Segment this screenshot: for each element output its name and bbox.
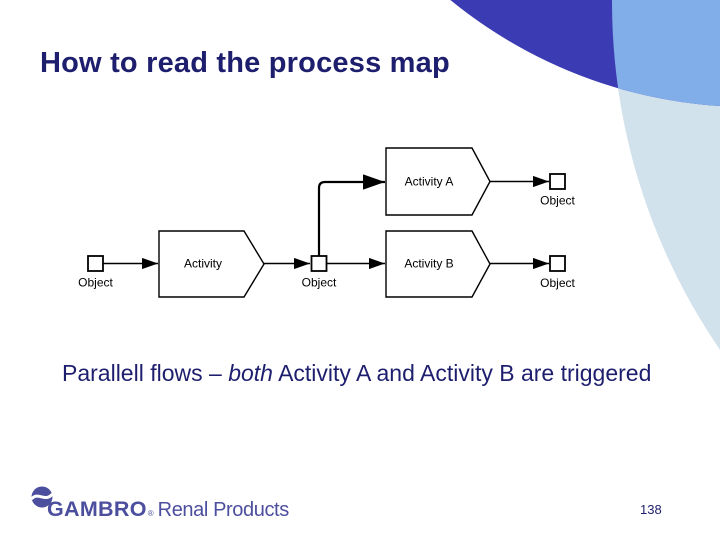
activity-b-shape xyxy=(385,230,491,298)
gambro-logo-icon xyxy=(31,486,53,508)
object-label-output-a: Object xyxy=(540,194,575,208)
arrow-object2-to-activity-a xyxy=(317,174,385,256)
object-square-output-a xyxy=(549,173,566,190)
activity-label: Activity xyxy=(184,257,222,271)
page-number: 138 xyxy=(640,502,662,517)
gambro-logo: GAMBRO ® Renal Products xyxy=(31,485,289,521)
gambro-wordmark: GAMBRO ® Renal Products xyxy=(47,497,289,522)
activity-a-shape xyxy=(385,147,491,216)
process-map xyxy=(87,147,566,298)
caption-lead: Parallell flows – xyxy=(62,360,229,386)
page-title: How to read the process map xyxy=(40,47,450,79)
caption-emphasis: both xyxy=(228,360,273,386)
activity-a-label: Activity A xyxy=(405,175,454,189)
process-map-labels: Activity Activity A Activity B Object Ob… xyxy=(78,175,575,290)
object-square-middle xyxy=(310,255,328,272)
logo-product-line-text: Renal Products xyxy=(157,499,290,521)
caption-text: Parallell flows – both Activity A and Ac… xyxy=(62,360,702,387)
activity-shape xyxy=(158,230,265,298)
logo-brand-text: GAMBRO xyxy=(47,497,147,521)
object-label-output-b: Object xyxy=(540,276,575,290)
object-square-input xyxy=(87,255,104,272)
object-square-output-b xyxy=(549,255,566,272)
registered-mark: ® xyxy=(147,509,154,518)
caption-tail: Activity A and Activity B are triggered xyxy=(272,360,652,386)
object-label-middle: Object xyxy=(302,276,337,290)
activity-b-label: Activity B xyxy=(404,257,453,271)
corner-decoration xyxy=(450,0,720,350)
object-label-input: Object xyxy=(78,276,113,290)
